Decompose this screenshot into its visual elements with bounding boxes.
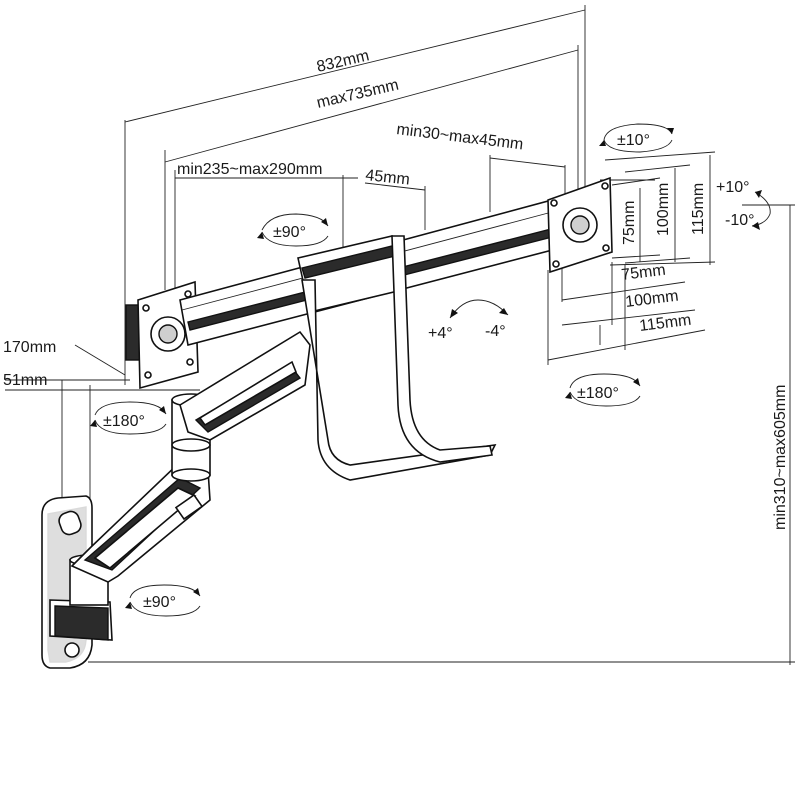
arm-offset-label: 45mm	[365, 167, 411, 189]
tilt-down-label: -10°	[725, 212, 755, 229]
swivel-base-label: ±90°	[143, 594, 176, 611]
tilt-bar-pos-label: +4°	[428, 325, 453, 342]
tilt-bar-neg-label: -4°	[485, 323, 506, 340]
vesa-100-width-label: 100mm	[624, 288, 679, 311]
tilt-up-label: +10°	[716, 179, 750, 196]
monitor-arm-illustration	[41, 176, 613, 669]
rotation-indicators: ±10° +10° -10° ±90° +4° -4°	[90, 123, 771, 617]
vesa-100-height-label: 100mm	[655, 183, 672, 236]
height-range-label: min310~max605mm	[772, 385, 789, 530]
upper-arm	[179, 330, 311, 441]
max-span-label: max735mm	[315, 77, 400, 112]
swivel-left-indicator: ±180°	[90, 401, 167, 435]
arm-range-label: min235~max290mm	[177, 161, 322, 178]
wall-depth-label: 170mm	[3, 339, 56, 356]
vesa-75-width-label: 75mm	[620, 262, 666, 284]
swivel-base-indicator: ±90°	[125, 584, 201, 617]
bar-offset-label: min30~max45mm	[396, 121, 525, 153]
vesa-75-height-label: 75mm	[621, 201, 638, 245]
right-vesa-mount	[547, 176, 613, 274]
total-width-label: 832mm	[315, 47, 371, 76]
swivel-left-label: ±180°	[103, 413, 145, 430]
center-handle	[297, 235, 497, 481]
swivel-arm-label: ±90°	[273, 224, 306, 241]
swivel-right-label: ±180°	[577, 385, 619, 402]
plate-depth-label: 51mm	[3, 372, 47, 389]
swivel-arm-indicator: ±90°	[257, 213, 329, 247]
lower-arm	[70, 461, 211, 583]
dimension-lines	[5, 5, 795, 665]
vesa-115-height-label: 115mm	[690, 183, 707, 235]
vesa-115-width-label: 115mm	[638, 312, 692, 335]
tilt-top-label: ±10°	[617, 132, 650, 149]
swivel-right-indicator: ±180°	[565, 373, 641, 407]
tilt-top-indicator: ±10°	[599, 123, 674, 153]
tilt-side-indicator: +10° -10°	[716, 179, 771, 230]
tilt-bar-indicator: +4° -4°	[428, 299, 509, 342]
